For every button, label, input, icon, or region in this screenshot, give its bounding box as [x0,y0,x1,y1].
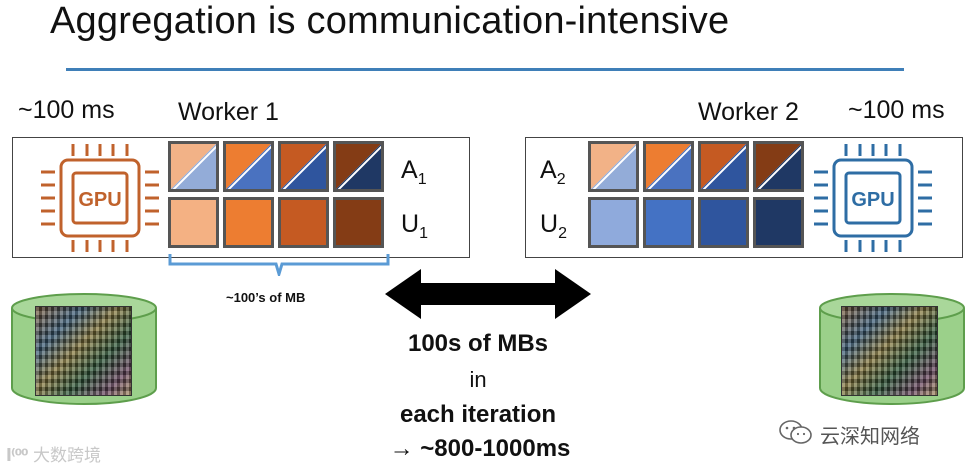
gpu-chip-icon: GPU [41,144,159,252]
worker1-a-cell-1 [168,141,219,192]
slide-title: Aggregation is communication-intensive [50,0,730,42]
center-line-1: 100s of MBs [407,330,549,357]
worker1-time: ~100 ms [18,96,115,124]
size-note: ~100’s of MB [226,290,306,305]
gpu-chip-label: GPU [851,189,894,211]
worker2-a-cell-2 [643,141,694,192]
worker2-u-cell-3 [698,197,749,248]
worker2-u-cell-4 [753,197,804,248]
gpu-chip-icon: GPU [814,144,932,252]
worker2-a-label: A2 [540,156,566,188]
worker1-a-label: A1 [401,156,427,188]
worker2-a-cell-4 [753,141,804,192]
worker2-u-label: U2 [540,210,567,242]
worker1-a-cell-4 [333,141,384,192]
worker1-a-cell-2 [223,141,274,192]
worker1-u-cell-1 [168,197,219,248]
watermark-right: 云深知网络 [820,424,920,448]
dataset-image [841,306,938,396]
center-line-2: in [469,367,487,392]
worker2-u-cell-2 [643,197,694,248]
worker1-u-cell-4 [333,197,384,248]
worker1-u-label: U1 [401,210,428,242]
dataset-image [35,306,132,396]
watermark-left: l⁽⁰⁰ 大数跨境 [6,446,102,466]
worker1-u-cell-2 [223,197,274,248]
worker1-u-cell-3 [278,197,329,248]
database-icon [10,292,158,406]
worker2-a-cell-3 [698,141,749,192]
worker2-u-cell-1 [588,197,639,248]
center-line-3: each iteration [399,401,557,428]
worker2-a-cell-1 [588,141,639,192]
worker1-a-cell-3 [278,141,329,192]
center-line-4: → ~800-1000ms [389,435,571,462]
worker2-time: ~100 ms [848,96,945,124]
worker2-name: Worker 2 [698,98,799,126]
gpu-chip-label: GPU [78,189,121,211]
database-icon [818,292,966,406]
wechat-icon [779,420,812,444]
double-arrow-icon [385,269,591,319]
worker1-name: Worker 1 [178,98,279,126]
size-brace [168,254,390,276]
title-rule [66,68,904,71]
